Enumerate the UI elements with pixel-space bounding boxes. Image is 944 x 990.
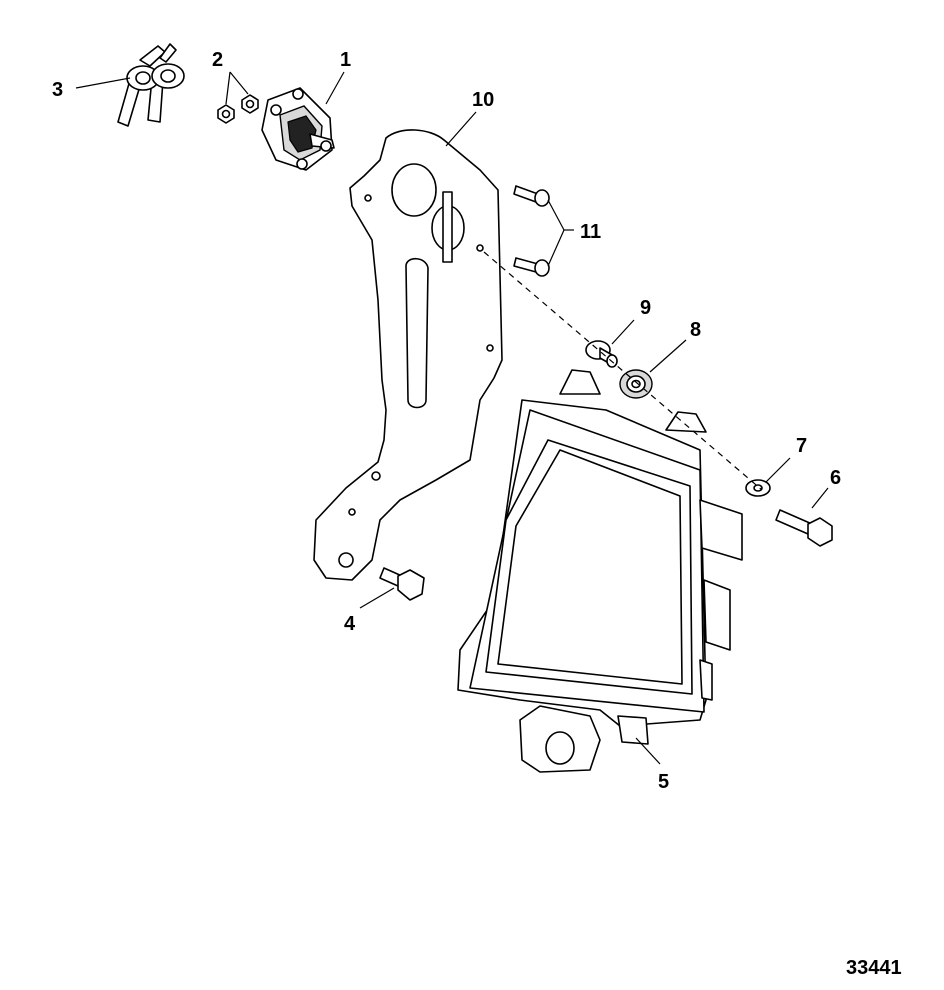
part-2-nuts (217, 94, 259, 124)
callout-4: 4 (344, 613, 356, 635)
callout-8: 8 (690, 319, 701, 341)
part-3-wire-terminals (117, 43, 185, 127)
part-8-grommet (619, 369, 653, 399)
callout-3: 3 (52, 79, 63, 101)
part-5-control-module (457, 369, 743, 773)
part-7-washer (745, 479, 771, 497)
part-1-switch (261, 87, 335, 171)
part-4-bolt (379, 567, 425, 601)
part-11-screws (513, 185, 550, 277)
leader-lines (75, 71, 829, 765)
callout-1: 1 (340, 49, 351, 71)
drawing-number: 33441 (846, 957, 902, 979)
part-10-bracket (313, 129, 503, 581)
callout-2: 2 (212, 49, 223, 71)
callout-6: 6 (830, 467, 841, 489)
callout-11: 11 (580, 221, 601, 243)
callout-7: 7 (796, 435, 807, 457)
part-9-bushing (585, 340, 618, 368)
callout-9: 9 (640, 297, 651, 319)
part-6-bolt (775, 509, 833, 547)
alignment-dashed-line (483, 251, 763, 491)
callout-10: 10 (472, 89, 494, 111)
callout-5: 5 (658, 771, 669, 793)
